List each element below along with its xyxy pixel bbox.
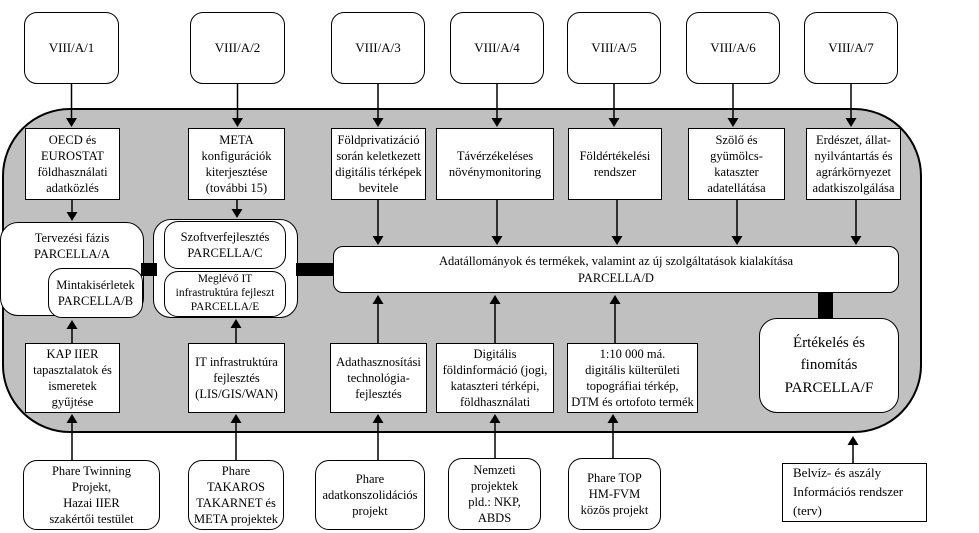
box-phare-twinning: Phare Twinning Projekt, Hazai IIER szaké…: [23, 460, 160, 530]
node-viii-a-3: VIII/A/3: [331, 12, 425, 84]
box-digitalis-foldinformacio: Digitális földinformáció (jogi, kataszte…: [436, 343, 554, 413]
box-oecd-eurostat: OECD és EUROSTAT földhasználati adatközl…: [25, 128, 120, 200]
box-taverzekeles: Távérzékeléses növénymonitoring: [436, 128, 554, 200]
box-szolo-gyumolcs: Szölő és gyümölcs- kataszter adatellátás…: [688, 128, 785, 200]
node-viii-a-1: VIII/A/1: [24, 12, 119, 84]
box-erdeszet: Erdészet, állat- nyilvántartás és agrárk…: [806, 128, 901, 200]
node-viii-a-4: VIII/A/4: [450, 12, 544, 84]
box-belviz-aszaly: Belvíz- és aszály Információs rendszer (…: [782, 463, 927, 522]
node-viii-a-5: VIII/A/5: [567, 12, 661, 84]
box-topografiai-termekek: 1:10 000 má. digitális külterületi topog…: [567, 343, 698, 413]
box-foldertekeles: Földértékelési rendszer: [568, 128, 662, 200]
box-meta-konfiguraciok: META konfigurációk kiterjesztése (tovább…: [188, 128, 285, 200]
box-it-infrastruktura: IT infrastruktúra fejlesztés (LIS/GIS/WA…: [188, 343, 285, 413]
node-viii-a-7: VIII/A/7: [804, 12, 898, 84]
box-kap-iier: KAP IIER tapasztalatok és ismeretek gyűj…: [25, 343, 120, 413]
box-parcella-e: Meglévő IT infrastruktúra fejleszt PARCE…: [164, 271, 286, 317]
box-adathasznositas: Adathasznosítási technológia- fejlesztés: [330, 343, 427, 413]
box-parcella-d: Adatállományok és termékek, valamint az …: [333, 246, 899, 293]
box-parcella-f: Értékelés és finomítás PARCELLA/F: [759, 318, 899, 413]
box-parcella-b: Mintakisérletek PARCELLA/B: [48, 268, 143, 318]
node-viii-a-6: VIII/A/6: [686, 12, 780, 84]
connector-bar-c-d: [296, 263, 334, 276]
box-nemzeti-projektek: Nemzeti projektek pld.: NKP, ABDS: [448, 458, 541, 530]
connector-bar-a-c: [141, 263, 157, 276]
box-foldprivatizacio: Földprivatizáció során keletkezett digit…: [331, 128, 426, 200]
connector-bar-d-f: [818, 292, 833, 319]
box-parcella-c: Szoftverfejlesztés PARCELLA/C: [164, 221, 286, 269]
arrow-up: [847, 436, 859, 463]
box-phare-takaros: Phare TAKAROS TAKARNET és META projektek: [188, 460, 284, 530]
box-phare-top: Phare TOP HM-FVM közös projekt: [568, 458, 661, 530]
box-phare-adatkonszolidacio: Phare adatkonszolidációs projekt: [315, 460, 425, 530]
node-viii-a-2: VIII/A/2: [190, 12, 285, 84]
